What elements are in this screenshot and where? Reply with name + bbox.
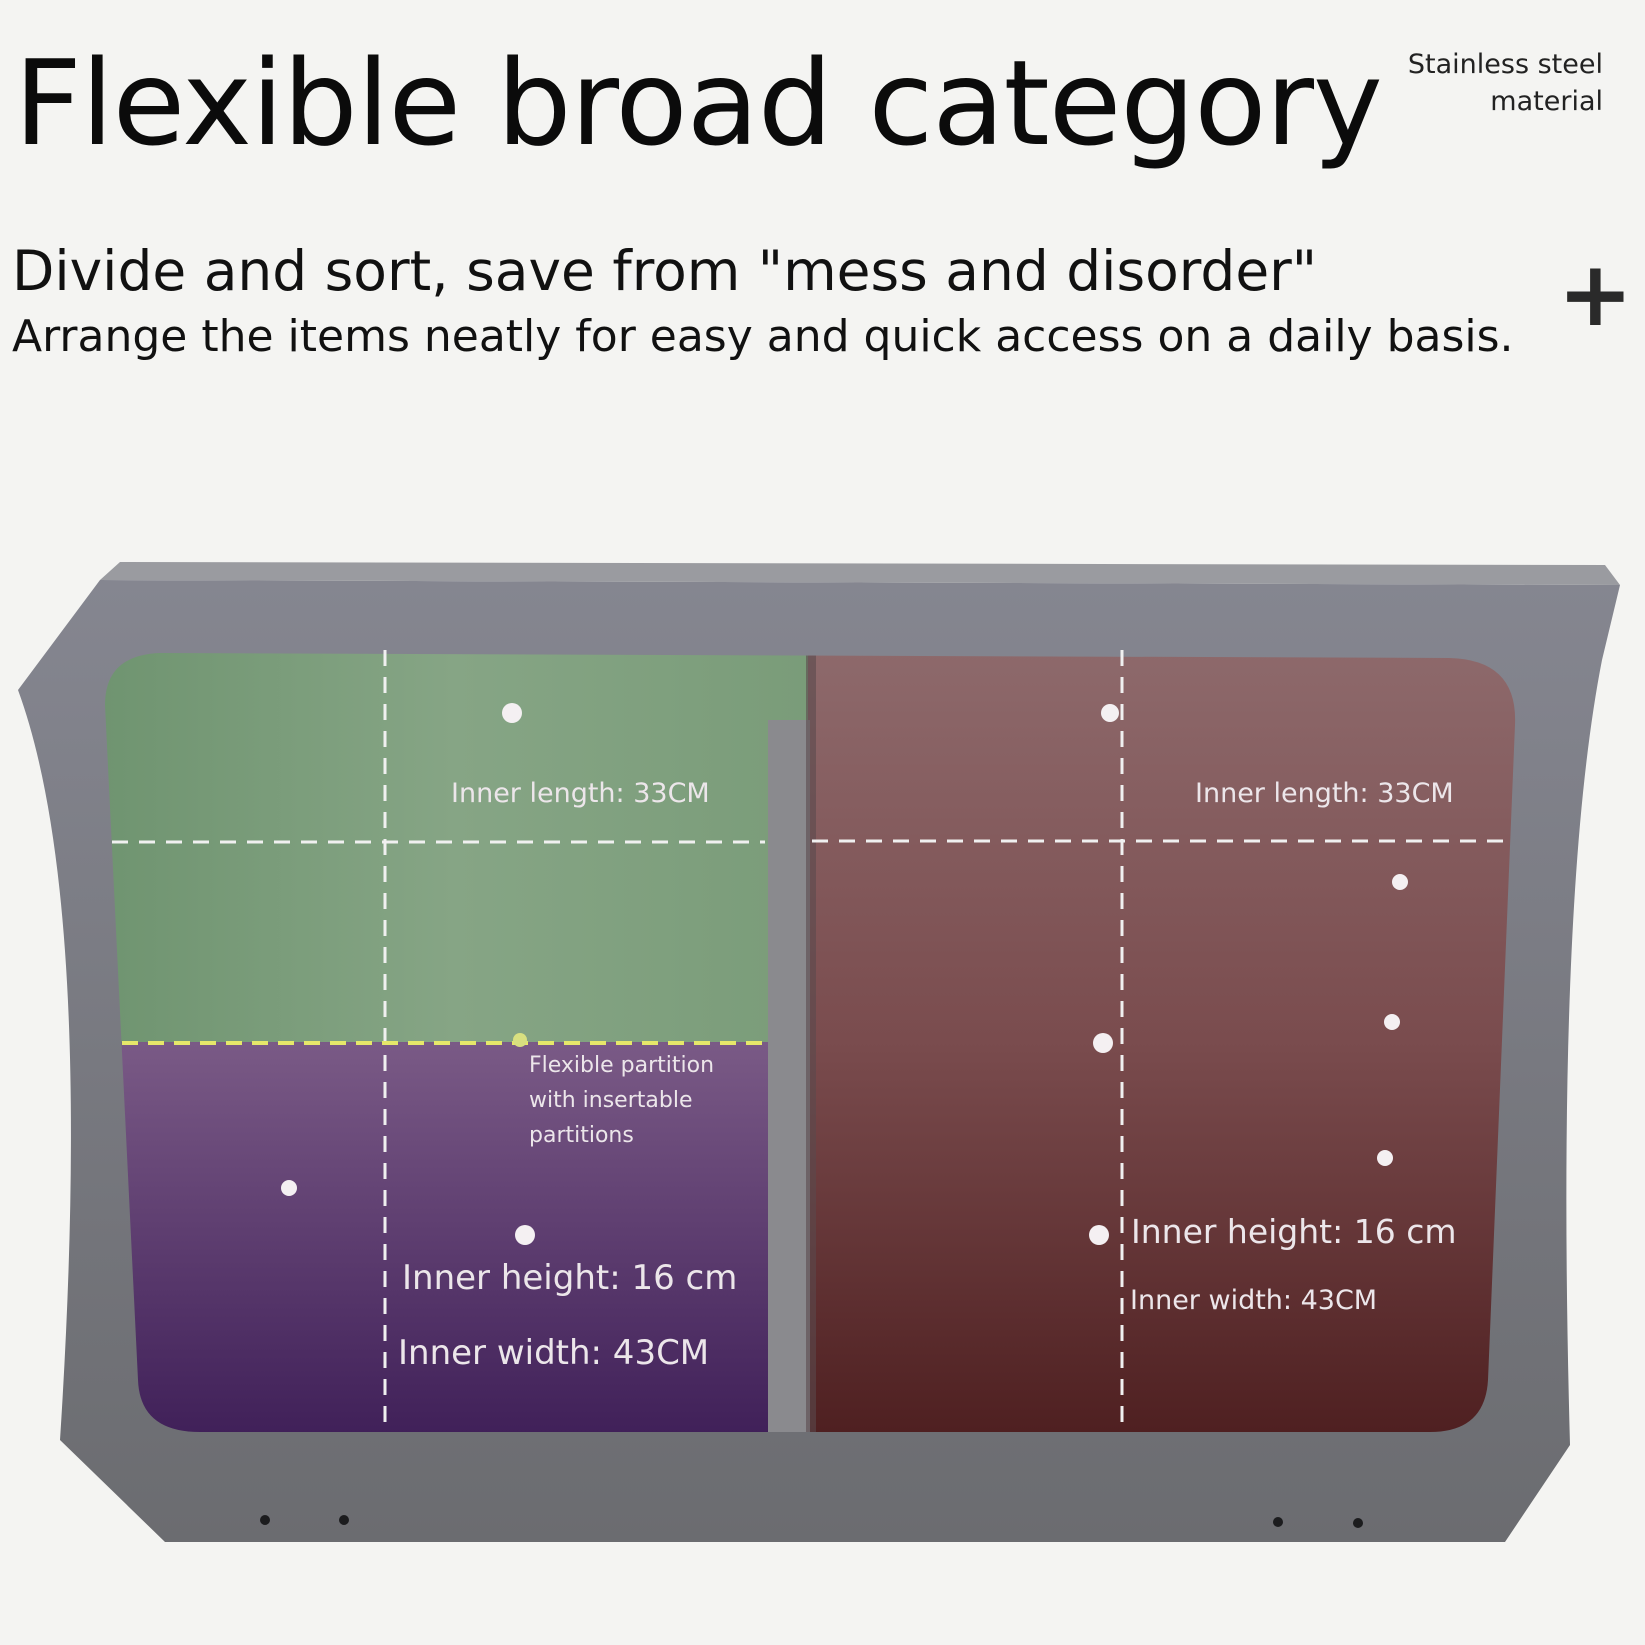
- right-inner-width-label: Inner width: 43CM: [1130, 1285, 1378, 1316]
- description: Arrange the items neatly for easy and qu…: [12, 311, 1514, 362]
- right-inner-length-label: Inner length: 33CM: [1195, 778, 1454, 809]
- purple-zone: [105, 1042, 772, 1432]
- partition-note-line-1: Flexible partition: [529, 1053, 715, 1078]
- partition-note-line-3: partitions: [529, 1123, 634, 1148]
- center-divider: [768, 720, 810, 1432]
- badge-line-1: Stainless steel: [1407, 49, 1603, 80]
- material-badge: Stainless steel material: [1408, 46, 1603, 120]
- screw-holes: [260, 1515, 1363, 1528]
- page-title: Flexible broad category: [14, 34, 1383, 172]
- green-zone: [105, 653, 810, 1045]
- subtitle: Divide and sort, save from "mess and dis…: [12, 239, 1318, 303]
- partition-note-line-2: with insertable: [529, 1088, 693, 1113]
- brown-zone: [808, 653, 1516, 1432]
- pin-dots: [281, 703, 1408, 1245]
- badge-line-2: material: [1490, 86, 1603, 117]
- box-top-edge: [100, 562, 1620, 585]
- left-inner-height-label: Inner height: 16 cm: [402, 1258, 738, 1298]
- plus-icon: +: [1557, 242, 1633, 347]
- right-inner-height-label: Inner height: 16 cm: [1131, 1212, 1457, 1251]
- left-inner-length-label: Inner length: 33CM: [451, 778, 710, 809]
- left-inner-width-label: Inner width: 43CM: [398, 1333, 710, 1373]
- partition-note: Flexible partition with insertable parti…: [529, 1048, 759, 1153]
- divider-shadow: [806, 653, 816, 1432]
